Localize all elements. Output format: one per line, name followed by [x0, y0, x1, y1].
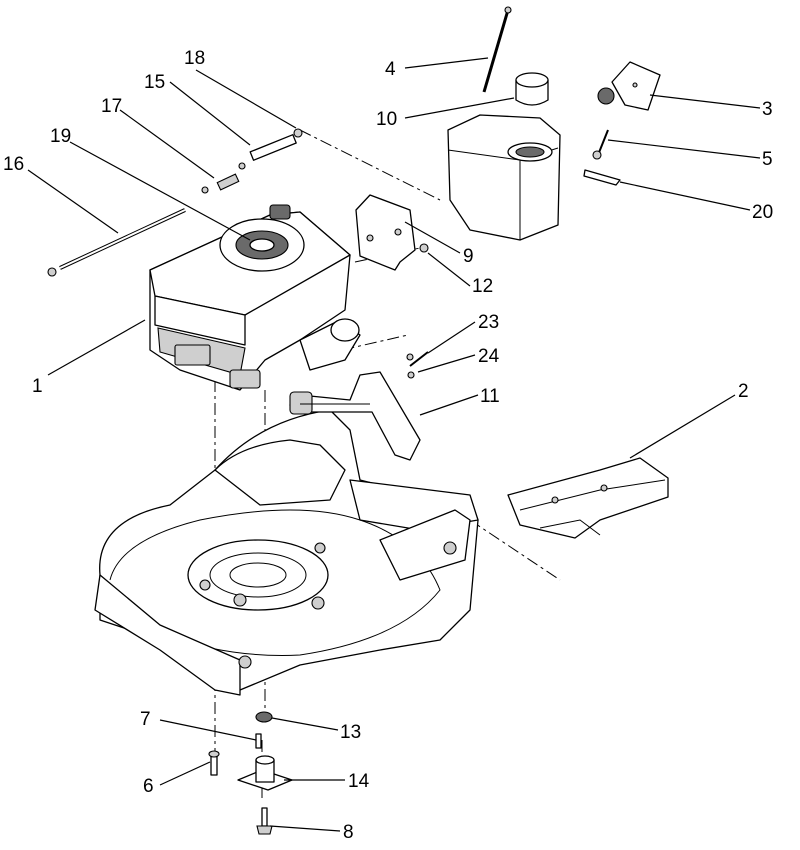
part-17-fitting [201, 173, 240, 194]
callout-10: 10 [376, 109, 397, 130]
callout-19: 19 [50, 126, 71, 147]
part-1-engine [149, 204, 361, 391]
part-20-cable-clip [583, 169, 621, 186]
part-fuel-tank [447, 114, 561, 241]
part-4-dipstick [482, 6, 512, 93]
callout-14: 14 [348, 771, 370, 792]
callout-23: 23 [478, 312, 499, 333]
part-10-fuel-cap [515, 72, 549, 106]
callout-16: 16 [3, 154, 24, 175]
part-2-rear-trim [507, 457, 669, 539]
callout-24: 24 [478, 346, 500, 367]
part-6-bolt [208, 750, 220, 776]
part-3-throttle-control [597, 61, 661, 111]
callout-labels: 1 2 3 4 5 6 7 8 9 10 11 12 13 14 15 16 1… [3, 48, 773, 843]
callout-20: 20 [752, 202, 773, 223]
callout-17: 17 [101, 96, 122, 117]
part-8-blade-bolt [256, 807, 273, 835]
part-16-fuel-line [47, 208, 186, 277]
callout-4: 4 [385, 59, 396, 80]
mower-deck [94, 409, 479, 696]
part-11-handle-bracket [289, 371, 421, 461]
callout-7: 7 [140, 709, 151, 730]
callout-1: 1 [32, 376, 43, 397]
callout-15: 15 [144, 72, 165, 93]
part-7-key [255, 733, 262, 749]
leader-lines [27, 57, 761, 832]
callout-6: 6 [143, 776, 154, 797]
callout-12: 12 [472, 276, 493, 297]
callout-2: 2 [738, 381, 749, 402]
callout-9: 9 [463, 246, 474, 267]
part-13-washer [255, 711, 273, 723]
part-14-blade-adapter [237, 755, 293, 791]
callout-13: 13 [340, 722, 361, 743]
part-15-hose [249, 134, 297, 161]
part-9-plate [355, 194, 416, 271]
part-12-screw [419, 243, 429, 253]
callout-8: 8 [343, 822, 354, 843]
part-23-spring [406, 351, 429, 367]
callout-3: 3 [762, 99, 773, 120]
part-24-washer [407, 371, 415, 379]
callout-11: 11 [480, 386, 500, 407]
part-5-screw [592, 129, 609, 160]
callout-18: 18 [184, 48, 205, 69]
part-18-clamp [238, 128, 303, 170]
callout-5: 5 [762, 149, 773, 170]
